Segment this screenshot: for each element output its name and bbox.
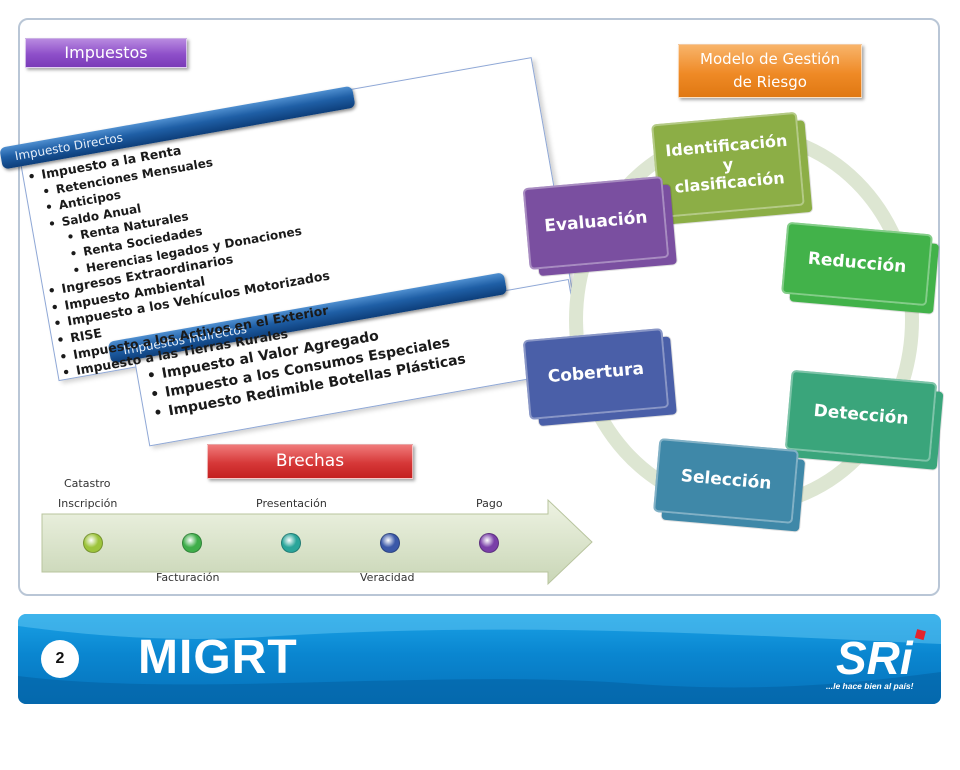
timeline-dot [182,533,202,553]
timeline-label-inscripcion: Inscripción [58,497,118,510]
timeline-arrow [41,498,593,586]
risk-model-label: Modelo de Gestión de Riesgo [678,44,862,98]
risk-model-label-line1: Modelo de Gestión [700,50,840,68]
timeline-dot [281,533,301,553]
sri-logo: SRi [836,629,926,684]
timeline-label-catastro: Catastro [64,477,111,490]
page-number: 2 [41,640,79,678]
timeline-label-facturacion: Facturación [156,571,220,584]
svg-text:SRi: SRi [836,632,914,684]
timeline-dot [380,533,400,553]
timeline-label-veracidad: Veracidad [360,571,415,584]
impuestos-label: Impuestos [25,38,187,68]
timeline-label-presentacion: Presentación [256,497,327,510]
footer-banner [18,614,941,704]
timeline-label-pago: Pago [476,497,503,510]
risk-model-label-line2: de Riesgo [733,73,807,91]
slide-title: MIGRT [138,631,298,684]
brechas-label: Brechas [207,444,413,479]
timeline-dot [83,533,103,553]
timeline-dot [479,533,499,553]
sri-tagline: ...le hace bien al país! [826,681,914,691]
footer-wave-decoration [18,614,941,704]
